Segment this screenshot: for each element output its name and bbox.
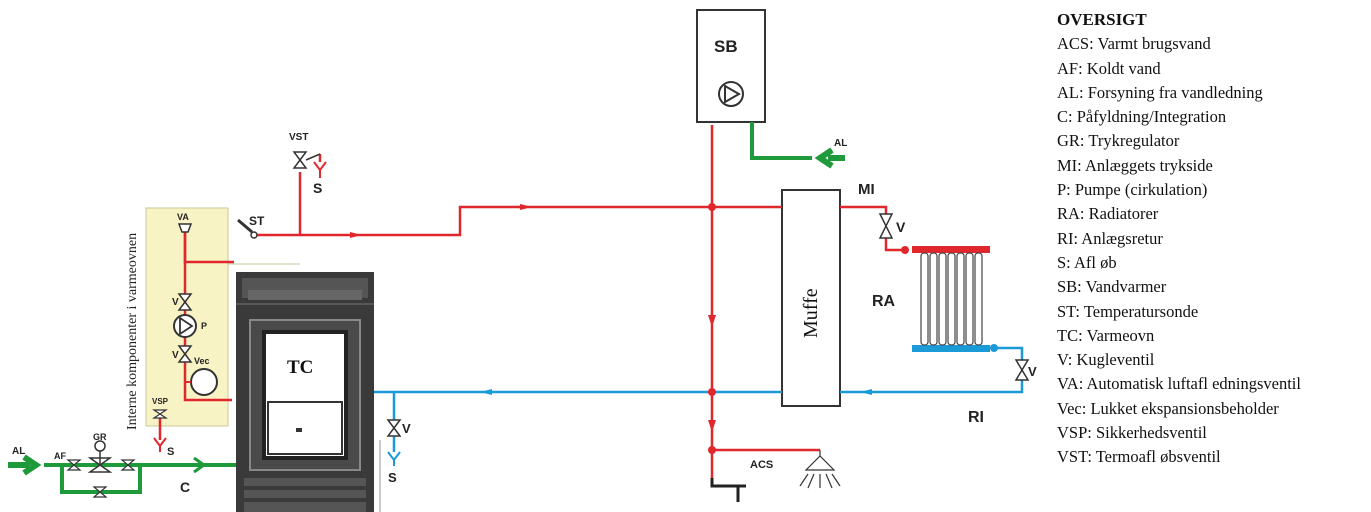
va-label: VA [177,212,189,222]
v-mi-label: V [896,219,906,235]
st-label: ST [249,214,265,228]
legend-item: V: Kugleventil [1057,350,1155,370]
legend-item: P: Pumpe (cirkulation) [1057,180,1208,200]
legend-item: AL: Forsyning fra vandledning [1057,82,1263,102]
ra-label: RA [872,293,896,310]
vst-label: VST [289,132,308,143]
valve-internal-bottom [177,345,193,363]
legend-item: RI: Anlægsretur [1057,228,1163,248]
pump-p [173,314,197,338]
valve-vst [292,151,308,169]
v-return-label: V [402,421,411,436]
vec-label: Vec [194,356,210,366]
vsp-label: VSP [152,397,169,406]
legend-item: RA: Radiatorer [1057,204,1159,224]
muffe [781,189,841,407]
valve-af [66,459,82,471]
legend-item: GR: Trykregulator [1057,131,1180,151]
af-label: AF [54,451,66,461]
s-vst-label: S [313,180,322,196]
legend-item: AF: Koldt vand [1057,58,1161,78]
sb-label: SB [714,37,738,56]
al-left-label: AL [12,446,25,457]
al-top-arrow [814,147,845,169]
valve-vsp [152,409,168,452]
radiator-ra [912,246,990,352]
valve-internal-top [177,293,193,311]
shower-acs-icon [799,450,841,489]
valve-mi [878,213,894,239]
p-label: P [201,321,207,331]
valve-va [177,223,193,233]
legend-item: SB: Vandvarmer [1057,277,1167,297]
v-pump-top-label: V [172,297,179,308]
s-return-label: S [388,470,397,485]
sensor-st [237,218,258,239]
legend-item: Vec: Lukket ekspansionsbeholder [1057,398,1279,418]
legend: OVERSIGT ACS: Varmt brugsvand AF: Koldt … [1057,8,1367,470]
valve-bypass [92,486,108,498]
gr-label: GR [93,432,107,442]
v-ri-label: V [1028,364,1037,379]
legend-item: ST: Temperatursonde [1057,301,1199,321]
mi-label: MI [858,181,875,198]
c-label: C [180,479,190,495]
tc-label: TC [287,357,313,378]
stove-tc [236,272,374,512]
legend-item: S: Afl øb [1057,252,1117,272]
s-vsp-label: S [167,446,174,458]
legend-item: VST: Termoafl øbsventil [1057,447,1221,467]
internal-box-label: Interne komponenter i varmeovnen [125,233,140,430]
valve-ri [1014,359,1030,381]
legend-title: OVERSIGT [1057,10,1147,29]
legend-item: MI: Anlæggets trykside [1057,155,1213,175]
legend-item: C: Påfyldning/Integration [1057,107,1227,127]
legend-item: VA: Automatisk luftafl edningsventil [1057,374,1301,394]
pressure-regulator-gr [87,440,113,473]
al-top-label: AL [834,138,847,149]
legend-item: ACS: Varmt brugsvand [1057,34,1211,54]
legend-item: VSP: Sikkerhedsventil [1057,423,1207,443]
valve-c [120,459,136,471]
valve-return [386,419,402,437]
expansion-vessel-vec [185,368,218,396]
acs-label: ACS [750,459,773,471]
legend-item: TC: Varmeovn [1057,325,1155,345]
c-arrow [180,456,207,474]
al-left-arrow [8,454,42,476]
v-pump-bottom-label: V [172,350,179,361]
muffe-label: Muffe [800,288,822,338]
ri-label: RI [968,409,984,426]
